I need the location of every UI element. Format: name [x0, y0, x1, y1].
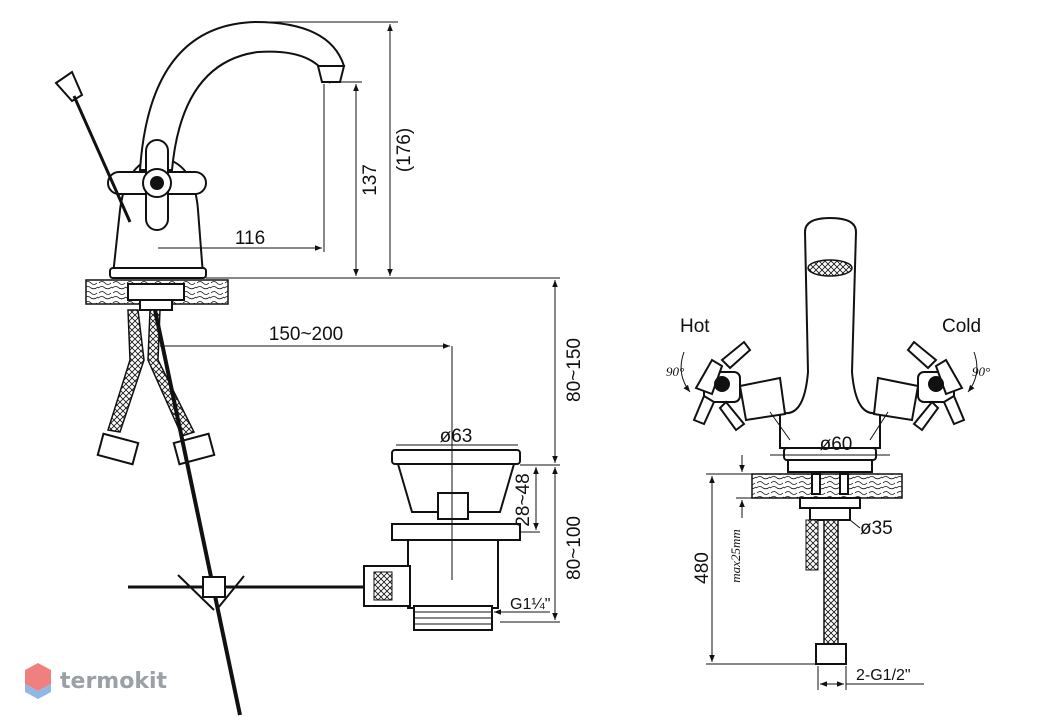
cold-valve	[872, 340, 966, 432]
side-view-faucet	[54, 20, 521, 716]
dim-height-total: (176)	[394, 128, 415, 172]
dim-drain-thread: G1¼"	[510, 596, 550, 613]
dim-hose-length: 480	[692, 552, 713, 584]
dim-hose-thread: 2-G1/2"	[856, 667, 911, 684]
drain-assembly	[363, 449, 521, 631]
side-view-dimension-labels: (176) 137 116 150~200 80~150 ø63 28~48 8…	[235, 128, 585, 613]
dim-height-spout: 137	[360, 164, 381, 196]
hose-left	[107, 309, 145, 433]
label-hot: Hot	[680, 316, 710, 337]
label-hot-angle: 90°	[666, 364, 684, 379]
brand-logo-icon	[25, 663, 51, 699]
brand-watermark: termokit	[25, 663, 167, 699]
dim-deck-to-popup: 80~150	[564, 338, 585, 402]
dim-drain-height: 28~48	[513, 473, 534, 526]
aerator	[807, 259, 853, 277]
handle-cross	[107, 139, 207, 231]
dim-popup-distance: 150~200	[269, 324, 344, 345]
spout	[138, 20, 346, 171]
dim-max-deck: max25mm	[728, 529, 743, 582]
label-cold-angle: 90°	[972, 364, 990, 379]
front-view-faucet	[680, 216, 978, 665]
popup-lever	[54, 70, 84, 103]
hot-valve	[692, 340, 787, 432]
faucet-body-front	[779, 216, 881, 449]
dim-drain-depth: 80~100	[564, 516, 585, 580]
front-view-dimensions	[706, 411, 924, 690]
hose-right	[147, 309, 196, 437]
label-cold: Cold	[942, 316, 981, 337]
dim-drain-flange: ø63	[440, 426, 473, 447]
front-view-labels: Hot Cold 90° 90° ø60 ø35 480 max25mm 2-G…	[666, 316, 990, 684]
dim-mount-hole: ø35	[860, 518, 893, 539]
deck-section-front	[751, 473, 903, 499]
brand-name: termokit	[60, 669, 167, 694]
dim-spout-reach: 116	[235, 228, 265, 249]
dim-base-diameter: ø60	[820, 434, 853, 455]
side-view-dimensions	[158, 21, 560, 623]
hose-front	[823, 519, 839, 645]
